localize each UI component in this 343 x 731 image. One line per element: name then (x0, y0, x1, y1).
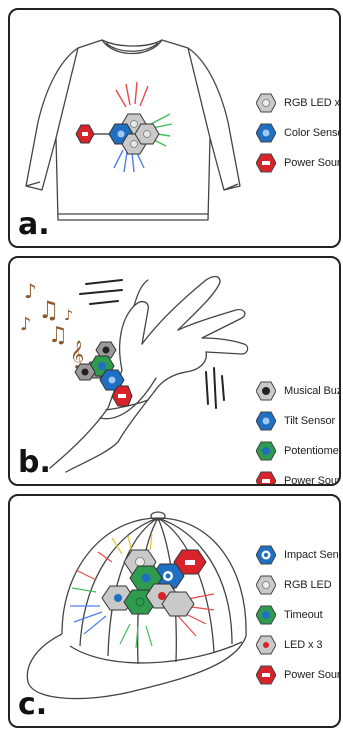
legend-item-timeout: Timeout (256, 600, 341, 630)
panel-letter: b. (18, 445, 51, 480)
legend-label: LED x 3 (284, 639, 322, 651)
modules-cluster-a (76, 114, 159, 154)
panel-b: ♪ ♫ ♪ ♫ ♪ 𝄞 (8, 256, 341, 486)
music-note-icon: ♫ (38, 296, 60, 324)
legend-label: Power Source (284, 475, 341, 486)
legend-item-color-sensor: Color Sensor (256, 118, 341, 148)
musical-buzzer-icon (256, 381, 276, 401)
legend-label: RGB LED (284, 579, 332, 591)
legend-label: Power Source (284, 669, 341, 681)
legend-label: Color Sensor (284, 127, 341, 139)
panel-letter: c. (18, 687, 47, 722)
legend-label: Impact Sensor (284, 549, 341, 561)
color-sensor-icon (256, 123, 276, 143)
timeout-icon (256, 605, 276, 625)
legend-label: Timeout (284, 609, 323, 621)
rgb-led-icon (256, 93, 276, 113)
rgb-led-icon (256, 575, 276, 595)
legend-item-power-source: Power Source (256, 660, 341, 690)
led-icon (256, 635, 276, 655)
legend-item-potentiometer: Potentiometer (256, 436, 341, 466)
power-source-icon (256, 153, 276, 173)
panel-letter: a. (18, 207, 50, 242)
legend-label: Power Source (284, 157, 341, 169)
legend-b: Musical Buzzer Tilt Sensor Potentiometer… (256, 376, 341, 486)
music-note-icon: ♪ (24, 279, 37, 303)
legend-a: RGB LED x 3 Color Sensor Power Source (256, 88, 341, 178)
legend-label: Musical Buzzer (284, 385, 341, 397)
potentiometer-icon (256, 441, 276, 461)
legend-c: Impact Sensor RGB LED Timeout LED x 3 Po… (256, 540, 341, 690)
power-source-icon (256, 471, 276, 486)
legend-item-impact-sensor: Impact Sensor (256, 540, 341, 570)
power-icon (82, 132, 88, 136)
legend-label: Tilt Sensor (284, 415, 335, 427)
panel-a: RGB LED x 3 Color Sensor Power Source a. (8, 8, 341, 248)
legend-item-power-source: Power Source (256, 466, 341, 486)
power-source-icon (256, 665, 276, 685)
legend-label: RGB LED x 3 (284, 97, 341, 109)
legend-label: Potentiometer (284, 445, 341, 457)
legend-item-rgb-led: RGB LED x 3 (256, 88, 341, 118)
music-notes: ♪ ♫ ♪ ♫ ♪ 𝄞 (20, 279, 84, 369)
legend-item-tilt-sensor: Tilt Sensor (256, 406, 341, 436)
music-note-icon: ♪ (20, 314, 32, 335)
music-note-icon: ♪ (64, 308, 73, 324)
tilt-sensor-icon (256, 411, 276, 431)
legend-item-musical-buzzer: Musical Buzzer (256, 376, 341, 406)
legend-item-power-source: Power Source (256, 148, 341, 178)
panel-c: Impact Sensor RGB LED Timeout LED x 3 Po… (8, 494, 341, 728)
impact-sensor-icon (256, 545, 276, 565)
legend-item-rgb-led: RGB LED (256, 570, 341, 600)
legend-item-led: LED x 3 (256, 630, 341, 660)
music-note-icon: ♫ (48, 323, 68, 348)
